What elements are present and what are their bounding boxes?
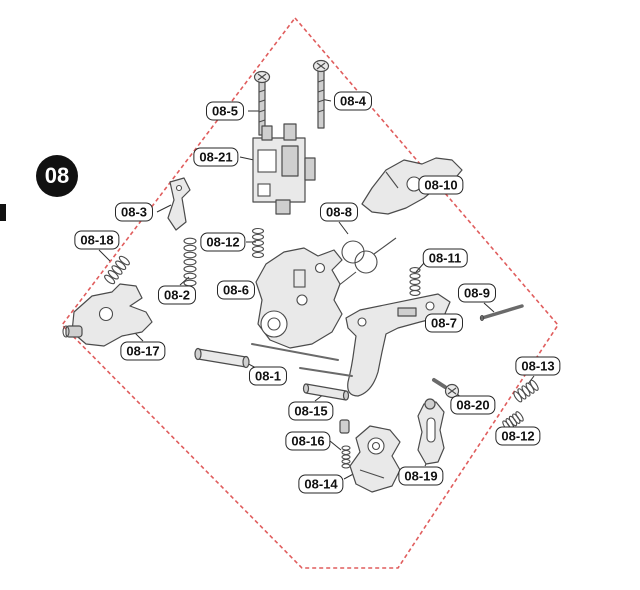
part-label-08-5: 08-5 [205, 101, 245, 121]
part-08-19-plate [417, 398, 445, 465]
part-label-08-4: 08-4 [333, 91, 373, 111]
part-label-08-14: 08-14 [298, 474, 344, 494]
part-label-08-19: 08-19 [398, 466, 444, 486]
part-label-08-20: 08-20 [450, 395, 496, 415]
part-08-6-housing [255, 247, 343, 349]
part-label-08-10: 08-10 [418, 175, 464, 195]
part-08-21-block [252, 123, 316, 215]
part-08-3-sear [167, 177, 191, 231]
part-label-08-17: 08-17 [120, 341, 166, 361]
part-label-08-7: 08-7 [424, 313, 464, 333]
part-08-1-pin [194, 347, 250, 369]
part-label-08-15: 08-15 [288, 401, 334, 421]
part-08-11-spring [409, 267, 421, 296]
part-label-08-11: 08-11 [422, 248, 468, 268]
part-label-08-18: 08-18 [74, 230, 120, 250]
part-label-08-1: 08-1 [248, 366, 288, 386]
part-08-8-torsion-spring [337, 237, 397, 287]
part-label-08-3: 08-3 [114, 202, 154, 222]
part-label-08-13: 08-13 [515, 356, 561, 376]
part-08-15-pin [302, 383, 350, 401]
part-label-08-12: 08-12 [200, 232, 246, 252]
part-08-18-spring [104, 255, 130, 285]
part-label-08-6: 08-6 [216, 280, 256, 300]
part-08-13-spring [513, 379, 539, 403]
part-08-14-knuckle [349, 425, 401, 493]
part-08-12-spring-upper [251, 227, 265, 259]
part-08-17-selector [62, 283, 153, 347]
dashed-boundary [60, 16, 559, 569]
part-08-7-trigger [345, 293, 451, 397]
part-label-08-16: 08-16 [285, 431, 331, 451]
part-label-08-2: 08-2 [157, 285, 197, 305]
part-08-10-hammer [361, 157, 463, 215]
part-label-08-12: 08-12 [495, 426, 541, 446]
part-08-4-screw [312, 59, 330, 129]
part-thin-pins [251, 343, 353, 377]
part-08-2-spring [183, 237, 197, 287]
part-label-08-21: 08-21 [193, 147, 239, 167]
part-08-16-plunger-spring [339, 419, 351, 469]
part-label-08-9: 08-9 [457, 283, 497, 303]
part-08-9-pin [479, 304, 524, 321]
part-label-08-8: 08-8 [319, 202, 359, 222]
page-edge-mark [0, 204, 6, 221]
group-number-badge: 08 [36, 155, 78, 197]
